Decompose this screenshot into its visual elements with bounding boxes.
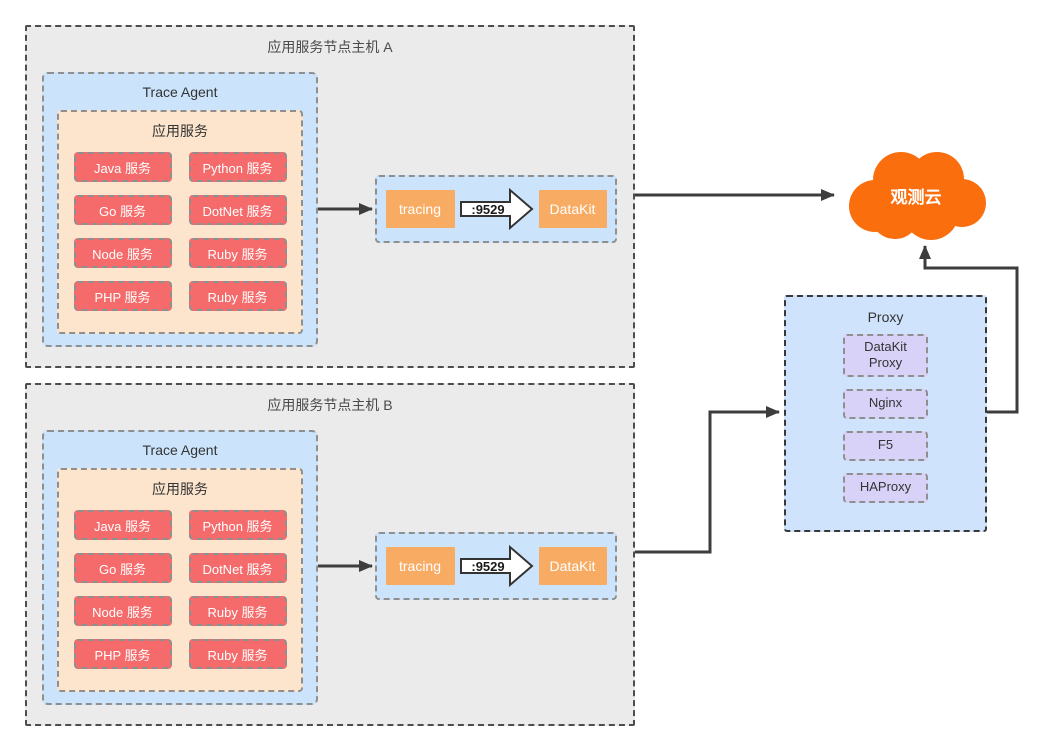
tracing-node-a: tracing (385, 190, 455, 228)
port-block-arrow-a: :9529 (459, 187, 534, 231)
arrow-host-b-to-proxy (635, 406, 780, 554)
service-node: Java 服务 (73, 510, 172, 540)
service-node: Ruby 服务 (188, 639, 287, 669)
service-node: Ruby 服务 (188, 281, 287, 311)
datakit-node-b: DataKit (538, 547, 607, 585)
services-grid-b: Java 服务 Python 服务 Go 服务 DotNet 服务 Node 服… (59, 510, 301, 669)
trace-agent-b-box: Trace Agent 应用服务 Java 服务 Python 服务 Go 服务… (42, 430, 318, 705)
services-grid-a: Java 服务 Python 服务 Go 服务 DotNet 服务 Node 服… (59, 152, 301, 311)
datakit-node-a: DataKit (538, 190, 607, 228)
service-node: Go 服务 (73, 553, 172, 583)
service-node: Node 服务 (73, 596, 172, 626)
proxy-item: Nginx (843, 388, 928, 419)
pipeline-a-box: tracing :9529 DataKit (375, 175, 617, 243)
service-node: Node 服务 (73, 238, 172, 268)
cloud-icon (849, 152, 986, 240)
service-node: Ruby 服务 (188, 596, 287, 626)
proxy-item: DataKit Proxy (843, 334, 928, 377)
trace-agent-a-box: Trace Agent 应用服务 Java 服务 Python 服务 Go 服务… (42, 72, 318, 347)
service-node: PHP 服务 (73, 639, 172, 669)
service-node: Ruby 服务 (188, 238, 287, 268)
service-node: PHP 服务 (73, 281, 172, 311)
host-b-title: 应用服务节点主机 B (267, 397, 393, 413)
app-services-a-title: 应用服务 (152, 123, 208, 139)
tracing-node-b: tracing (385, 547, 455, 585)
proxy-item: F5 (843, 430, 928, 461)
service-node: Java 服务 (73, 152, 172, 182)
cloud-label: 观测云 (890, 187, 942, 207)
proxy-item: HAProxy (843, 472, 928, 503)
pipeline-b-box: tracing :9529 DataKit (375, 532, 617, 600)
guance-cloud-node: 观测云 (849, 152, 986, 240)
host-a-title: 应用服务节点主机 A (267, 39, 393, 55)
service-node: Python 服务 (188, 510, 287, 540)
trace-agent-a-title: Trace Agent (142, 84, 218, 100)
port-block-arrow-b: :9529 (459, 544, 534, 588)
port-label-a: :9529 (471, 202, 504, 217)
trace-agent-b-title: Trace Agent (142, 442, 218, 458)
host-b-box: 应用服务节点主机 B Trace Agent 应用服务 Java 服务 Pyth… (25, 383, 635, 726)
proxy-title: Proxy (867, 309, 904, 325)
proxy-box: Proxy DataKit Proxy Nginx F5 HAProxy (784, 295, 987, 532)
service-node: DotNet 服务 (188, 553, 287, 583)
port-label-b: :9529 (471, 559, 504, 574)
app-services-b-title: 应用服务 (152, 481, 208, 497)
app-services-a-box: 应用服务 Java 服务 Python 服务 Go 服务 DotNet 服务 N… (57, 110, 303, 334)
service-node: Python 服务 (188, 152, 287, 182)
service-node: DotNet 服务 (188, 195, 287, 225)
proxy-items: DataKit Proxy Nginx F5 HAProxy (786, 334, 985, 503)
service-node: Go 服务 (73, 195, 172, 225)
app-services-b-box: 应用服务 Java 服务 Python 服务 Go 服务 DotNet 服务 N… (57, 468, 303, 692)
